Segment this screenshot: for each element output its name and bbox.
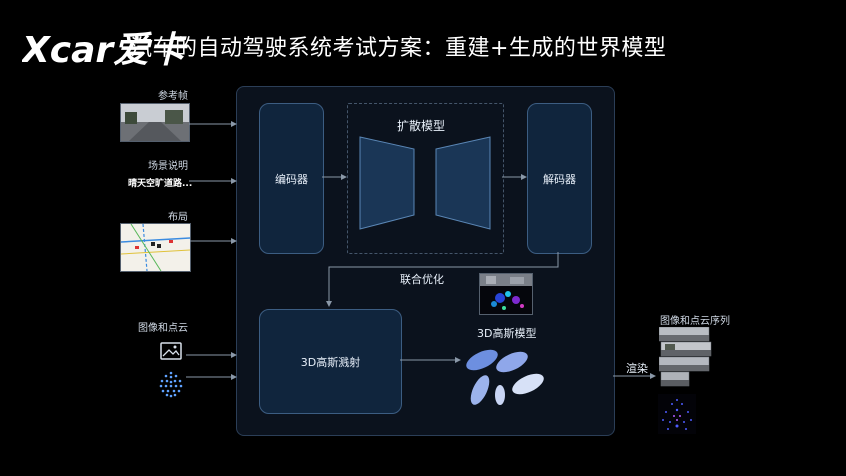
pointcloud-preview-thumbnail: [479, 273, 533, 315]
output-image-sequence-thumbnails: [659, 327, 712, 387]
diffusion-decoder-trapezoid: [435, 136, 491, 230]
point-cloud-icon: [159, 371, 183, 398]
output-pointcloud-thumbnail: [658, 394, 696, 434]
encoder-block: 编码器: [259, 103, 324, 254]
gaussian-splatting-block: 3D高斯溅射: [259, 309, 402, 414]
render-label: 渲染: [626, 362, 648, 375]
output-sequence-label: 图像和点云序列: [660, 316, 730, 327]
scene-desc-label: 场景说明: [148, 161, 188, 172]
page-title: 汽车的自动驾驶系统考试方案：重建+生成的世界模型: [130, 36, 667, 61]
image-icon: [160, 342, 182, 360]
reference-frame-thumbnail: [120, 103, 190, 142]
decoder-label: 解码器: [543, 172, 576, 186]
reference-frame-label: 参考帧: [158, 91, 188, 102]
xcar-logo: Xcar爱卡: [22, 30, 189, 71]
image-pointcloud-label: 图像和点云: [138, 323, 188, 334]
gaussian-model-label: 3D高斯模型: [477, 327, 537, 340]
layout-label: 布局: [168, 212, 188, 223]
diffusion-region: [347, 103, 504, 254]
scene-desc-value: 晴天空旷道路...: [128, 179, 193, 189]
diffusion-encoder-trapezoid: [359, 136, 415, 230]
gaussian-splatting-label: 3D高斯溅射: [300, 355, 361, 369]
joint-opt-connector: [326, 252, 559, 307]
diffusion-unet-shape: [359, 136, 491, 230]
encoder-label: 编码器: [275, 172, 308, 186]
logo-text: Xcar爱卡: [22, 30, 189, 71]
decoder-block: 解码器: [527, 103, 592, 254]
diffusion-label: 扩散模型: [397, 119, 446, 133]
joint-opt-label: 联合优化: [400, 273, 444, 286]
output-frame-4: [660, 371, 690, 387]
layout-map-thumbnail: [120, 223, 191, 272]
output-frame-1: [659, 327, 710, 342]
output-frame-3: [659, 356, 710, 372]
output-frame-2: [660, 341, 712, 357]
gaussian-ellipses-icon: [466, 349, 544, 405]
